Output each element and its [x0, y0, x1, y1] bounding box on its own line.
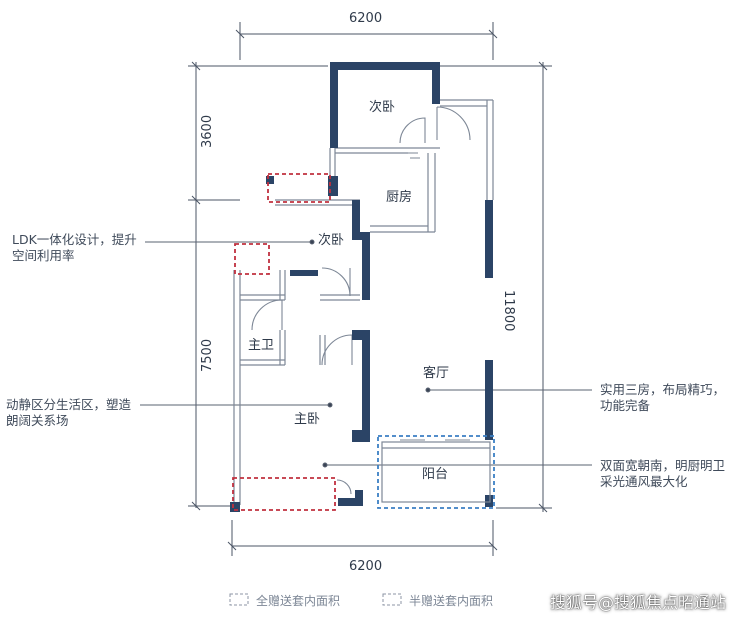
- right-total-height-label: 11800: [501, 290, 516, 332]
- annotation-leaders: [140, 239, 592, 468]
- left-upper-height-label: 3600: [200, 114, 215, 148]
- annotation-ldk: LDK一体化设计，提升 空间利用率: [12, 232, 152, 264]
- room-living: 客厅: [423, 366, 450, 381]
- structural-walls: [230, 62, 493, 512]
- annotation-layout: 实用三房，布局精巧， 功能完备: [600, 382, 740, 414]
- annotation-layout-line2: 功能完备: [600, 398, 651, 413]
- room-secondary-bedroom-top: 次卧: [369, 100, 396, 115]
- annotation-zoning: 动静区分生活区，塑造 朗阔关系场: [6, 397, 146, 429]
- annotation-orientation-line2: 采光通风最大化: [600, 474, 688, 489]
- room-kitchen: 厨房: [386, 190, 413, 205]
- half-gift-area: [377, 435, 495, 509]
- annotation-zoning-line2: 朗阔关系场: [6, 413, 69, 428]
- annotation-orientation-line1: 双面宽朝南，明厨明卫: [600, 458, 726, 473]
- full-gift-areas: [232, 173, 336, 511]
- annotation-layout-line1: 实用三房，布局精巧，: [600, 382, 726, 397]
- room-master-bath: 主卫: [248, 338, 275, 353]
- door-swings: [251, 106, 471, 495]
- annotation-ldk-line1: LDK一体化设计，提升: [12, 232, 137, 247]
- room-secondary-bedroom-mid: 次卧: [318, 233, 345, 248]
- annotation-orientation: 双面宽朝南，明厨明卫 采光通风最大化: [600, 458, 738, 490]
- top-width-label: 6200: [349, 11, 383, 26]
- balcony-outline: [381, 441, 491, 503]
- room-balcony: 阳台: [422, 467, 449, 482]
- full-gift-legend-swatch: [229, 593, 249, 606]
- annotation-zoning-line1: 动静区分生活区，塑造: [6, 397, 132, 412]
- bottom-width-label: 6200: [349, 559, 383, 574]
- annotation-ldk-line2: 空间利用率: [12, 248, 75, 263]
- room-master-bedroom: 主卧: [294, 412, 321, 427]
- watermark: 搜狐号@搜狐焦点昭通站: [549, 593, 726, 612]
- half-gift-legend-swatch: [382, 593, 402, 606]
- left-lower-height-label: 7500: [200, 338, 215, 372]
- thin-walls: [233, 99, 494, 505]
- full-gift-legend-label: 全赠送套内面积: [256, 594, 341, 608]
- dimension-lines: [188, 22, 552, 556]
- half-gift-legend-label: 半赠送套内面积: [409, 594, 494, 608]
